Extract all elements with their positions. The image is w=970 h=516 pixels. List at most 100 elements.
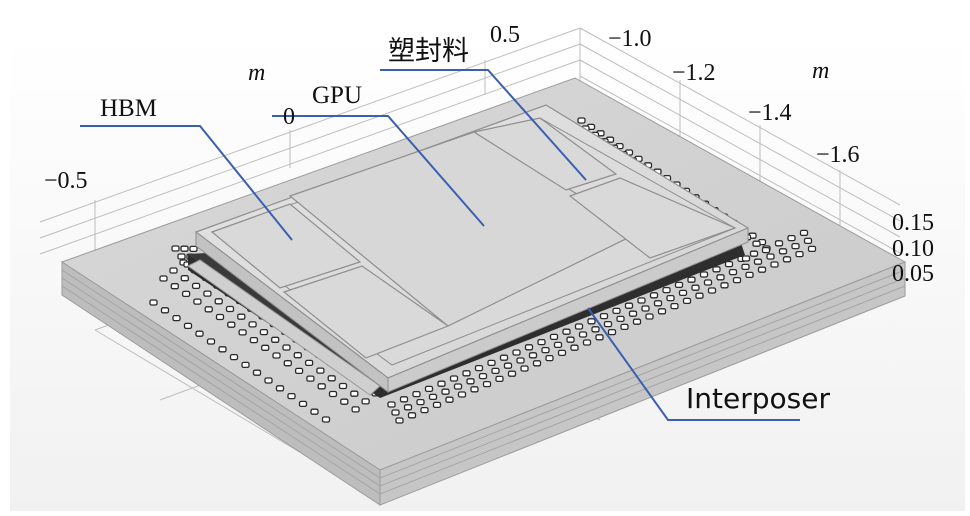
solder-bump (582, 339, 592, 346)
solder-bump (749, 250, 759, 257)
solder-bump (317, 383, 326, 390)
solder-bump (237, 313, 246, 320)
y-tick-label: −1.0 (608, 26, 652, 52)
solder-bump (753, 258, 763, 265)
solder-bump (261, 344, 270, 351)
solder-bump (545, 354, 554, 362)
solder-bump (757, 266, 767, 273)
z-tick-label: 0.10 (892, 236, 934, 262)
solder-bump (177, 253, 186, 260)
solder-bump (437, 380, 446, 387)
y-tick-label: −1.4 (748, 100, 792, 126)
solder-bump (774, 240, 784, 247)
solder-bump (695, 292, 704, 299)
solder-bump (691, 284, 700, 291)
y-tick-label: −1.2 (672, 60, 716, 86)
solder-bump (424, 385, 434, 393)
solder-bump (537, 338, 546, 346)
solder-bump (350, 390, 359, 397)
solder-bump (495, 375, 504, 383)
x-tick-label: −0.5 (44, 168, 88, 194)
solder-bump (570, 344, 579, 351)
solder-bump (512, 349, 521, 356)
solder-bump (218, 346, 227, 353)
solder-bump (420, 406, 429, 414)
hbm-die-3 (472, 117, 618, 191)
solder-bump (595, 334, 604, 341)
solder-bump (499, 354, 509, 361)
solder-bump (428, 393, 438, 401)
solder-bump (782, 256, 792, 263)
solder-bump (195, 330, 204, 337)
solder-bump (624, 302, 634, 309)
solder-bump (707, 287, 717, 294)
solder-bump (206, 338, 216, 345)
solder-bump (403, 404, 413, 411)
solder-bump (770, 261, 779, 268)
solder-bump (687, 276, 696, 283)
solder-bump (432, 401, 442, 409)
solder-bump (470, 386, 479, 393)
solder-bump (799, 229, 809, 237)
solder-bump (449, 375, 459, 382)
mold-leader-line (380, 69, 587, 181)
hbm-die (210, 203, 362, 289)
solder-bump (180, 245, 189, 252)
solder-bump (227, 321, 236, 328)
solder-bump (795, 250, 804, 258)
solder-bump (193, 298, 202, 305)
hbm-die-4 (568, 177, 737, 259)
solder-bump (503, 362, 513, 369)
solder-bump (462, 370, 471, 377)
x-tick-label: 0 (283, 104, 295, 130)
solder-bump (441, 388, 450, 395)
hbm-die-2 (282, 265, 450, 359)
solder-bump (293, 352, 302, 359)
solder-bump (528, 352, 538, 359)
solder-bump (520, 365, 529, 372)
solder-bump (416, 398, 425, 406)
solder-bump (637, 297, 646, 304)
solder-bump (603, 320, 613, 328)
solder-bump (662, 286, 671, 294)
solder-bump (159, 275, 168, 282)
solder-bump (574, 323, 584, 330)
solder-bump (191, 282, 201, 290)
solder-bump (599, 312, 609, 320)
solder-bump (304, 359, 314, 367)
solder-bump (183, 322, 193, 330)
solder-bump (272, 352, 281, 359)
solder-bump (587, 318, 596, 325)
solder-bump (361, 398, 370, 405)
solder-bump (628, 310, 638, 317)
solder-bump (732, 276, 742, 284)
solder-bump (321, 416, 331, 423)
solder-bump (169, 267, 178, 274)
solder-bump (316, 367, 325, 374)
solder-bump (229, 353, 239, 361)
solder-bump (549, 333, 559, 341)
interposer-leader-line (587, 307, 800, 421)
solder-bump (294, 367, 304, 375)
solder-bump (149, 299, 158, 306)
solder-bump (298, 400, 308, 408)
z-tick-label: 0.15 (892, 210, 934, 236)
leader-lines (80, 69, 800, 421)
solder-bump (577, 117, 586, 124)
solder-bump (306, 375, 315, 382)
solder-bump (566, 336, 575, 343)
solder-bump (391, 409, 400, 416)
solder-bump (562, 328, 571, 335)
hbm-leader-line (80, 125, 293, 241)
solder-bump (741, 255, 751, 262)
solder-bump (557, 349, 567, 357)
solder-bump (720, 282, 729, 289)
x-tick-label: 0.5 (490, 22, 520, 48)
solder-bump (395, 417, 404, 424)
solder-bump (728, 268, 738, 276)
solder-bump (766, 253, 775, 260)
solder-bump (752, 240, 761, 247)
solder-bump (407, 412, 417, 419)
solder-bump (215, 313, 225, 321)
solder-bump (607, 328, 617, 336)
